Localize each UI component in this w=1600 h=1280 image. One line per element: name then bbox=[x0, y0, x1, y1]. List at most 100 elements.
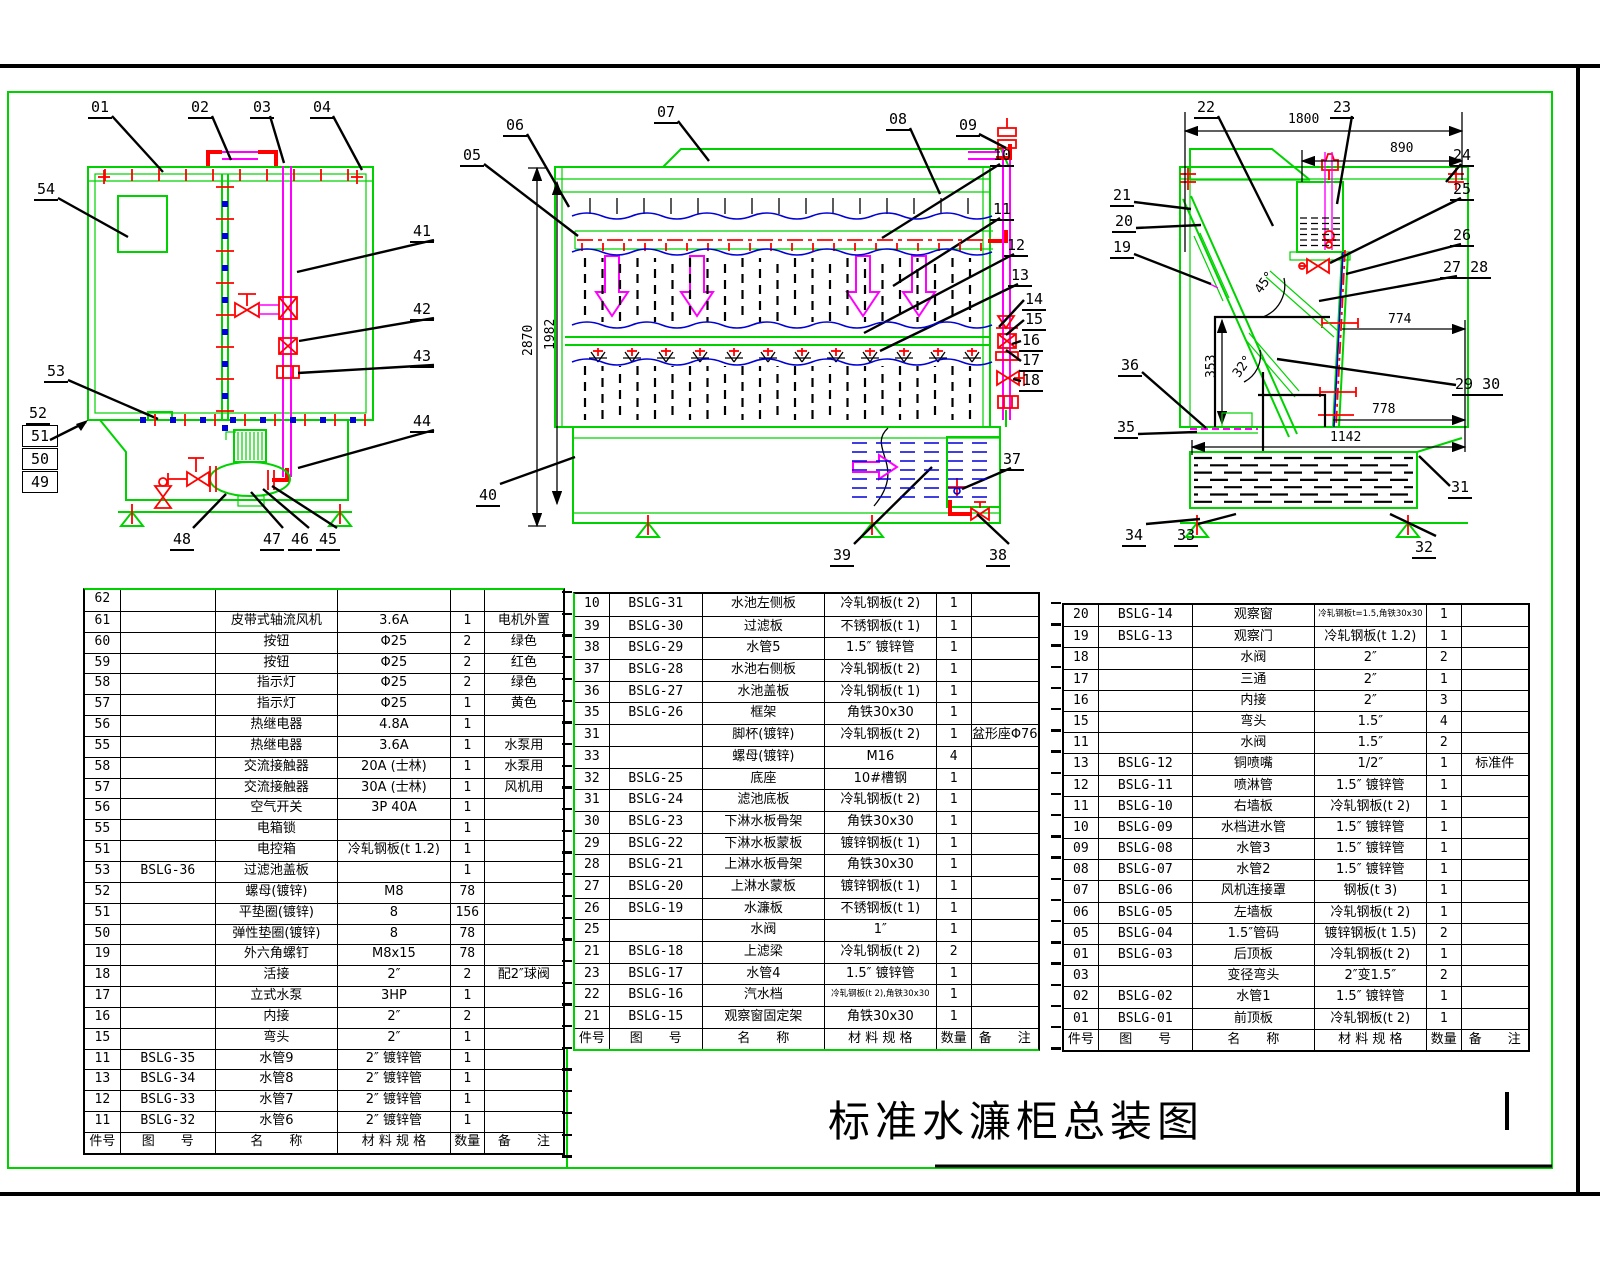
bom-cell: 8 bbox=[337, 923, 451, 945]
bom-cell bbox=[120, 673, 216, 695]
bom-cell: 2″ bbox=[337, 965, 451, 987]
bom-cell bbox=[971, 919, 1038, 941]
bom-cell: 3 bbox=[1426, 689, 1462, 711]
bom-cell: BSLG-19 bbox=[609, 897, 703, 920]
bom-cell bbox=[1461, 944, 1528, 965]
bom-cell: 10 bbox=[1064, 816, 1099, 839]
bom-cell bbox=[971, 832, 1038, 855]
bom-cell: 冷轧钢板(t 1) bbox=[824, 680, 937, 703]
bom-cell: 喷淋管 bbox=[1192, 774, 1315, 796]
front-view bbox=[87, 150, 374, 527]
bom-cell: 后顶板 bbox=[1192, 944, 1315, 966]
bom-cell bbox=[1098, 647, 1193, 669]
bom-cell: 黄色 bbox=[484, 694, 563, 715]
bom-cell: 观察窗固定架 bbox=[702, 1006, 825, 1028]
bom-cell: 1/2″ bbox=[1314, 753, 1427, 775]
bom-cell: 1 bbox=[937, 594, 972, 616]
bom-cell: 18 bbox=[85, 965, 121, 987]
bom-cell bbox=[1461, 838, 1528, 859]
callout-22: 22 bbox=[1194, 98, 1219, 119]
bom-cell bbox=[120, 881, 216, 903]
bom-cell bbox=[484, 1069, 563, 1090]
bom-cell: 1.5″ 镀锌管 bbox=[1314, 816, 1427, 839]
callout-48: 48 bbox=[170, 530, 195, 551]
callout-25: 25 bbox=[1450, 180, 1475, 201]
bom-cell: 56 bbox=[85, 798, 121, 820]
bom-cell: 31 bbox=[575, 724, 610, 746]
bom-cell: 1 bbox=[936, 897, 972, 920]
row-tick bbox=[562, 1133, 572, 1136]
bom-cell: 水濂板 bbox=[702, 897, 825, 920]
row-tick bbox=[562, 1068, 572, 1071]
bom-cell bbox=[484, 1027, 563, 1049]
inspection-window bbox=[117, 195, 168, 253]
bom-cell: 水管6 bbox=[215, 1111, 338, 1132]
row-tick bbox=[1051, 644, 1061, 647]
bom-cell: BSLG-18 bbox=[609, 941, 703, 963]
bom-cell: 上滤梁 bbox=[702, 941, 825, 963]
bom-cell: 1 bbox=[1426, 774, 1462, 796]
callout-07: 07 bbox=[654, 103, 679, 124]
bom-cell: 1 bbox=[936, 854, 972, 876]
bom-cell: 17 bbox=[85, 986, 121, 1007]
bom-cell: 30A (士林) bbox=[337, 777, 451, 799]
bom-cell: 1 bbox=[936, 724, 972, 746]
bom-cell bbox=[971, 637, 1038, 659]
bom-cell bbox=[484, 860, 563, 882]
bom-cell: 过滤板 bbox=[702, 615, 825, 638]
bom-cell: Φ25 bbox=[337, 631, 451, 653]
bom-cell: 件号 bbox=[85, 1131, 121, 1153]
bom-cell bbox=[971, 962, 1038, 985]
bom-cell: 角铁30x30 bbox=[824, 702, 937, 725]
bom-cell bbox=[1098, 689, 1193, 711]
bom-cell: 1 bbox=[450, 1048, 485, 1070]
row-tick bbox=[1051, 665, 1061, 668]
bom-cell: 过滤池盖板 bbox=[215, 860, 338, 882]
bom-cell: 冷轧钢板t=1.5,角铁30x30 bbox=[1315, 605, 1427, 627]
bom-cell: 11 bbox=[1064, 795, 1099, 817]
bom-cell bbox=[120, 694, 216, 716]
callout-34: 34 bbox=[1122, 526, 1147, 547]
bom-cell: 53 bbox=[85, 860, 121, 882]
bom-cell: BSLG-31 bbox=[610, 594, 703, 616]
bom-cell bbox=[1461, 816, 1528, 838]
bom-cell: BSLG-04 bbox=[1098, 922, 1193, 944]
row-tick bbox=[562, 808, 572, 811]
bom-cell: 皮带式轴流风机 bbox=[215, 610, 338, 632]
bom-cell: 1 bbox=[1426, 986, 1462, 1008]
bom-cell: BSLG-35 bbox=[120, 1048, 216, 1070]
leader-lines bbox=[49, 115, 1462, 545]
bom-cell: 3.6A bbox=[337, 610, 451, 632]
bom-cell: 内接 bbox=[1192, 689, 1315, 711]
bom-cell: 58 bbox=[85, 756, 121, 778]
bom-cell bbox=[971, 615, 1038, 638]
bom-cell: 1.5″ 镀锌管 bbox=[1314, 774, 1427, 796]
callout-19: 19 bbox=[1110, 238, 1135, 259]
bom-cell: 图 号 bbox=[609, 1027, 703, 1050]
row-tick bbox=[562, 786, 572, 789]
bom-cell: 1 bbox=[450, 860, 485, 882]
row-tick bbox=[562, 764, 572, 767]
bom-cell: 61 bbox=[85, 610, 121, 632]
bom-cell bbox=[484, 1006, 563, 1028]
bom-cell bbox=[120, 631, 216, 653]
bom-cell: 2″ bbox=[1314, 668, 1427, 690]
row-tick bbox=[562, 916, 572, 919]
bom-cell: 名 称 bbox=[1192, 1028, 1315, 1050]
bom-cell bbox=[120, 923, 216, 945]
bom-cell: 冷轧钢板(t 2) bbox=[824, 659, 937, 681]
bom-cell: BSLG-08 bbox=[1098, 838, 1193, 860]
bom-cell: 20A (士林) bbox=[337, 756, 451, 778]
callout-39: 39 bbox=[830, 546, 855, 567]
bom-cell: BSLG-14 bbox=[1099, 605, 1193, 627]
